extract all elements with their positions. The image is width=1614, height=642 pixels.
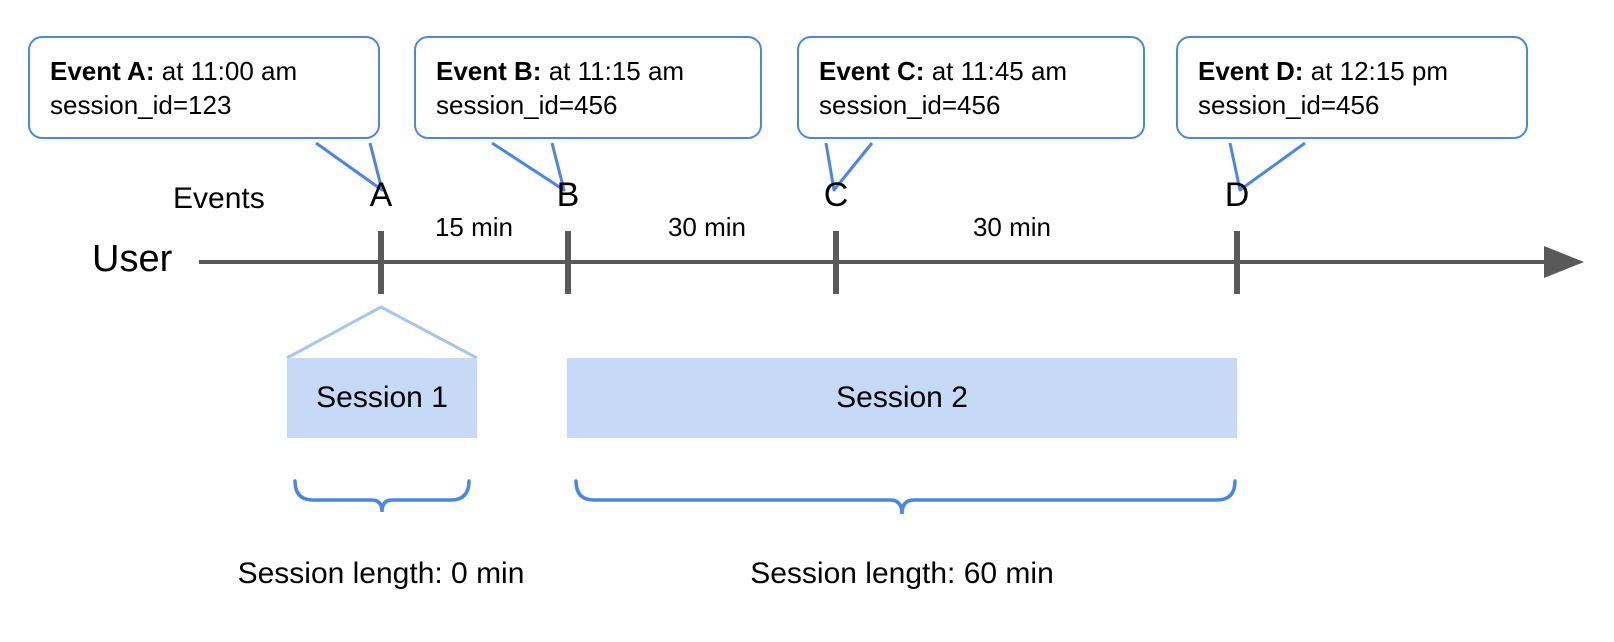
callout-a-title: Event A:	[50, 56, 155, 86]
callout-c-time: at 11:45 am	[931, 56, 1068, 86]
callout-b-session-id: session_id=456	[436, 90, 618, 121]
callout-event-b: Event B: at 11:15 am session_id=456	[414, 36, 762, 139]
callout-d-title: Event D:	[1198, 56, 1304, 86]
callout-a-time: at 11:00 am	[161, 56, 298, 86]
callout-event-a: Event A: at 11:00 am session_id=123	[28, 36, 380, 139]
row-label-user: User	[92, 238, 173, 280]
event-mark-a: A	[369, 176, 393, 214]
session-box-2: Session 2	[567, 358, 1237, 438]
brace-session-2	[574, 479, 1237, 515]
callout-c-session-id: session_id=456	[819, 90, 1001, 121]
session-2-length-label: Session length: 60 min	[750, 557, 1054, 590]
session-box-1: Session 1	[287, 358, 477, 438]
callout-a-session-id: session_id=123	[50, 90, 232, 121]
callout-b-time: at 11:15 am	[548, 56, 685, 86]
callout-d-session-id: session_id=456	[1198, 90, 1380, 121]
callout-d-time: at 12:15 pm	[1310, 56, 1449, 86]
callout-b-title: Event B:	[436, 56, 542, 86]
callout-c-title: Event C:	[819, 56, 925, 86]
brace-session-1	[293, 479, 471, 513]
gap-label-c-d: 30 min	[972, 212, 1052, 242]
event-mark-b: B	[556, 176, 580, 214]
event-mark-c: C	[823, 176, 849, 214]
event-mark-d: D	[1224, 176, 1250, 214]
gap-label-b-c: 30 min	[667, 212, 747, 242]
session-1-length-label: Session length: 0 min	[237, 557, 525, 590]
callout-b-tail	[491, 141, 566, 192]
session-1-connector	[286, 305, 478, 360]
gap-label-a-b: 15 min	[434, 212, 514, 242]
callout-event-c: Event C: at 11:45 am session_id=456	[797, 36, 1145, 139]
row-label-events: Events	[173, 182, 265, 215]
callout-event-d: Event D: at 12:15 pm session_id=456	[1176, 36, 1528, 139]
